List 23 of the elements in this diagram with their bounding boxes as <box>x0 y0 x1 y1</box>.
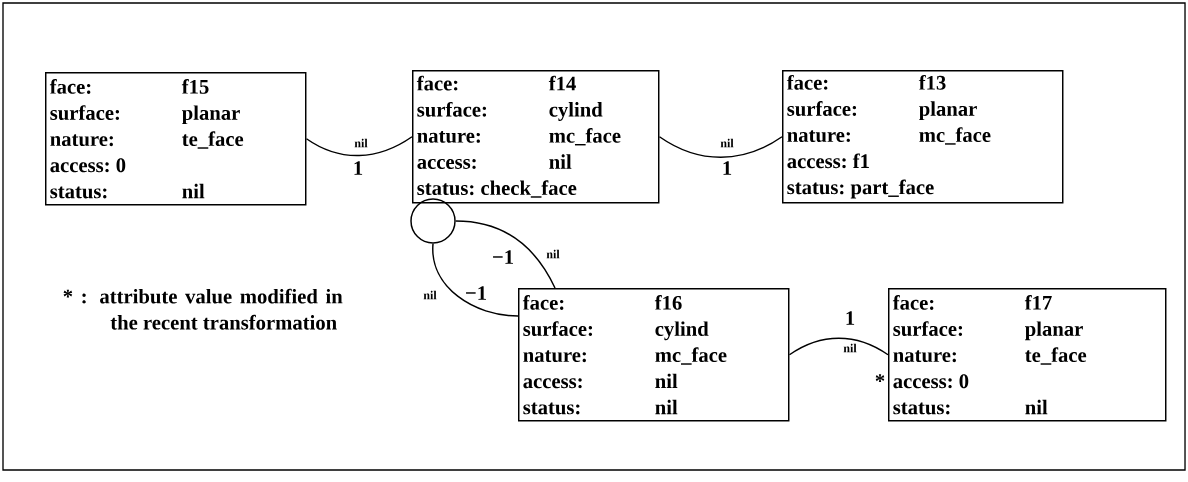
edge-label: nil <box>354 138 368 148</box>
edge-value: 1 <box>354 161 363 175</box>
connector-curve <box>658 136 783 159</box>
legend-note: * : attribute value modified in the recent transformation <box>63 288 343 330</box>
record-box: face: f15 surface: planar nature: te_face access: 0 status: nil <box>45 72 307 206</box>
connector-curve <box>788 337 889 356</box>
connector-curve <box>432 243 519 317</box>
connector-curve <box>305 136 413 157</box>
record-box: face: f13 surface: planar nature: mc_face access: f1 status: part_face <box>782 70 1064 204</box>
connector-curve <box>455 220 556 289</box>
record-box: face: f14 surface: cylind nature: mc_face access: nil status: check_face <box>412 70 660 204</box>
circle-node <box>410 198 456 244</box>
record-box: face: f17 surface: planar nature: te_face access: 0 status: nil <box>888 288 1167 422</box>
edge-label: nil <box>423 290 437 300</box>
edge-value: −1 <box>466 286 486 300</box>
edge-value: −1 <box>493 250 513 264</box>
edge-value: 1 <box>723 161 732 175</box>
edge-label: nil <box>720 138 734 148</box>
edge-label: nil <box>546 249 560 259</box>
record-box: face: f16 surface: cylind nature: mc_face access: nil status: nil <box>518 288 790 422</box>
edge-label: nil <box>843 343 857 353</box>
edge-value: 1 <box>846 311 855 325</box>
asterisk: * <box>875 374 885 382</box>
